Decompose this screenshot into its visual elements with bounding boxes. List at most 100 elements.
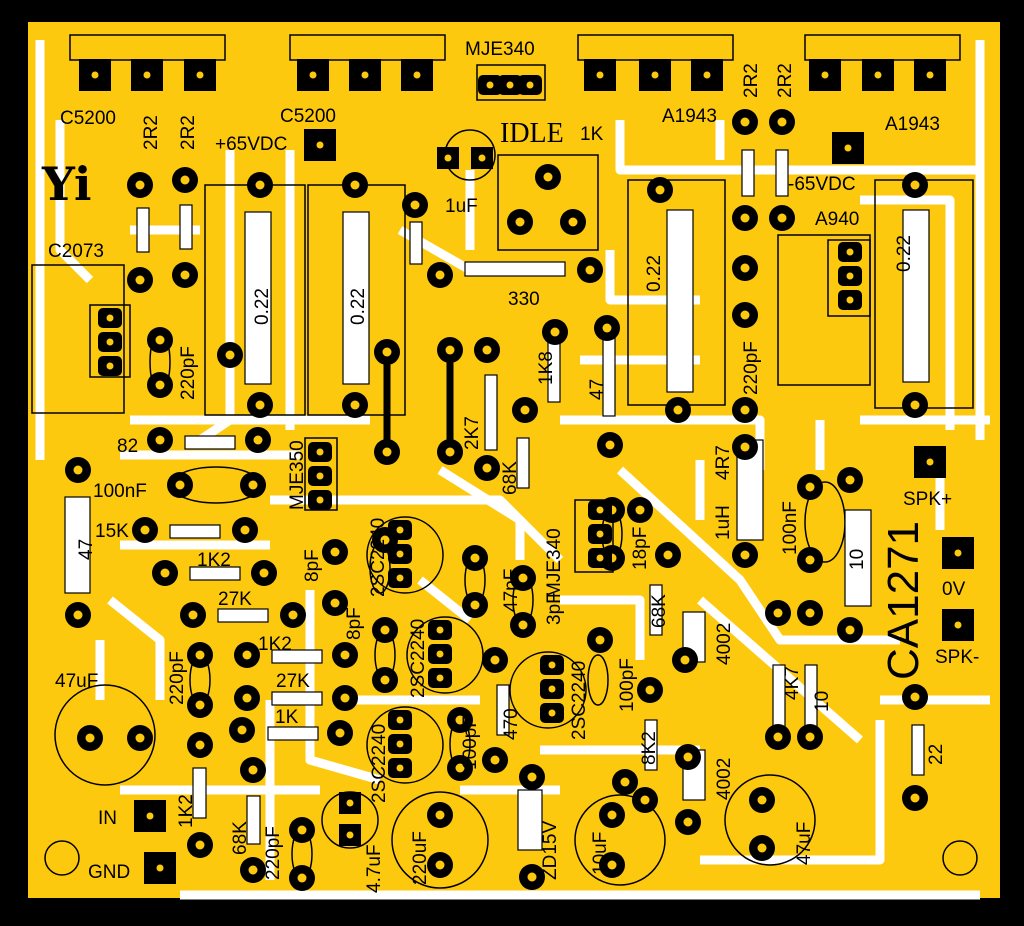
pad-drill: [316, 496, 324, 504]
component-label: -65VDC: [788, 174, 856, 195]
pad-drill: [73, 610, 83, 620]
pad-drill: [596, 554, 604, 562]
pad-drill: [225, 350, 235, 360]
component-label: 2R2: [178, 115, 199, 150]
pad-drill: [106, 338, 114, 346]
pad-drill: [527, 872, 537, 882]
resistor-body: [179, 204, 193, 250]
component-label: 3pF: [544, 592, 565, 625]
component-label: SPK+: [903, 489, 952, 510]
pad-drill: [740, 117, 750, 127]
clearance-gap: [305, 590, 382, 785]
resistor-body: [649, 584, 663, 636]
pad-drill: [607, 810, 617, 820]
pad-drill: [845, 625, 855, 635]
clearance-gap: [437, 466, 525, 560]
pad-drill: [255, 400, 265, 410]
component-label: 8pF: [344, 607, 365, 640]
resistor-body: [496, 684, 510, 736]
pad-drill: [445, 345, 455, 355]
pad-drill: [805, 732, 815, 742]
pad-drill: [844, 144, 852, 152]
pad-drill: [248, 865, 258, 875]
pad-drill: [663, 550, 673, 560]
pad-drill: [926, 71, 934, 79]
resistor-body: [64, 496, 91, 594]
pad-drill: [330, 598, 340, 608]
pad-drill: [703, 71, 711, 79]
component-outline: [476, 64, 546, 101]
clearance-gap: [860, 195, 955, 430]
pad-drill: [548, 709, 556, 717]
pad-drill: [396, 550, 404, 558]
pad-drill: [350, 180, 360, 190]
pad-drill: [910, 793, 920, 803]
component-label: C5200: [280, 106, 336, 127]
pad-drill: [196, 71, 204, 79]
clearance-gap: [55, 120, 94, 284]
component-label: 1K: [275, 707, 299, 728]
component-label: 220pF: [263, 826, 284, 880]
component-label: 1K: [580, 124, 604, 145]
pad-drill: [288, 610, 298, 620]
pad-drill: [846, 272, 854, 280]
pad-drill: [490, 655, 500, 665]
pad-drill: [316, 472, 324, 480]
pad-drill: [435, 270, 445, 280]
component-label: 4002: [714, 623, 735, 665]
component-label: GND: [88, 862, 130, 883]
component-label: 0.22: [348, 288, 369, 325]
component-label: MJE340: [465, 39, 535, 60]
pad-drill: [490, 755, 500, 765]
component-label: 8K2: [639, 731, 660, 765]
pad-drill: [160, 568, 170, 578]
clearance-gap: [107, 596, 165, 700]
resistor-body: [342, 211, 370, 385]
component-label: A1943: [885, 114, 940, 135]
resistor-body: [666, 209, 694, 393]
pad-drill: [253, 435, 263, 445]
component-label: 2SC2240: [369, 724, 390, 803]
component-label: 47pF: [501, 569, 522, 612]
pad-drill: [135, 733, 145, 743]
pad-drill: [740, 550, 750, 560]
resistor-body: [775, 149, 789, 197]
pad-drill: [548, 661, 556, 669]
pad-drill: [910, 180, 920, 190]
component-outline: [89, 304, 131, 378]
pad-drill: [740, 310, 750, 320]
pad-drill: [482, 345, 492, 355]
component-label: 47uF: [794, 822, 815, 865]
component-label: 100pF: [460, 716, 481, 770]
pad-drill: [478, 154, 486, 162]
resistor-body: [516, 437, 530, 489]
resistor-body: [246, 795, 261, 845]
wire-jumpers: [383, 346, 454, 456]
pad-drill: [309, 71, 317, 79]
board-title: CA1271: [879, 521, 928, 680]
pad-drill: [773, 608, 783, 618]
component-label: 1K2: [176, 794, 197, 828]
resistor-body: [464, 261, 566, 277]
pad-drill: [515, 217, 525, 227]
component-label: 10uF: [590, 832, 611, 875]
component-outline: [497, 154, 599, 251]
pad-drill: [683, 817, 693, 827]
pad-drill: [518, 620, 528, 630]
pad-drill: [605, 440, 615, 450]
component-outline: [391, 791, 489, 889]
pad-drill: [396, 716, 404, 724]
pad-drill: [845, 475, 855, 485]
pad-drill: [435, 810, 445, 820]
pad-drill: [954, 621, 962, 629]
resistor-body: [484, 374, 498, 451]
pad-drill: [595, 635, 605, 645]
resistor-body: [184, 435, 236, 450]
component-label: ZD15V: [540, 821, 561, 880]
resistor-body: [189, 566, 241, 581]
pad-drill: [805, 555, 815, 565]
pad-drill: [297, 873, 307, 883]
component-label: 8pF: [302, 549, 323, 582]
resistor-body: [271, 691, 323, 706]
pad-drill: [651, 71, 659, 79]
